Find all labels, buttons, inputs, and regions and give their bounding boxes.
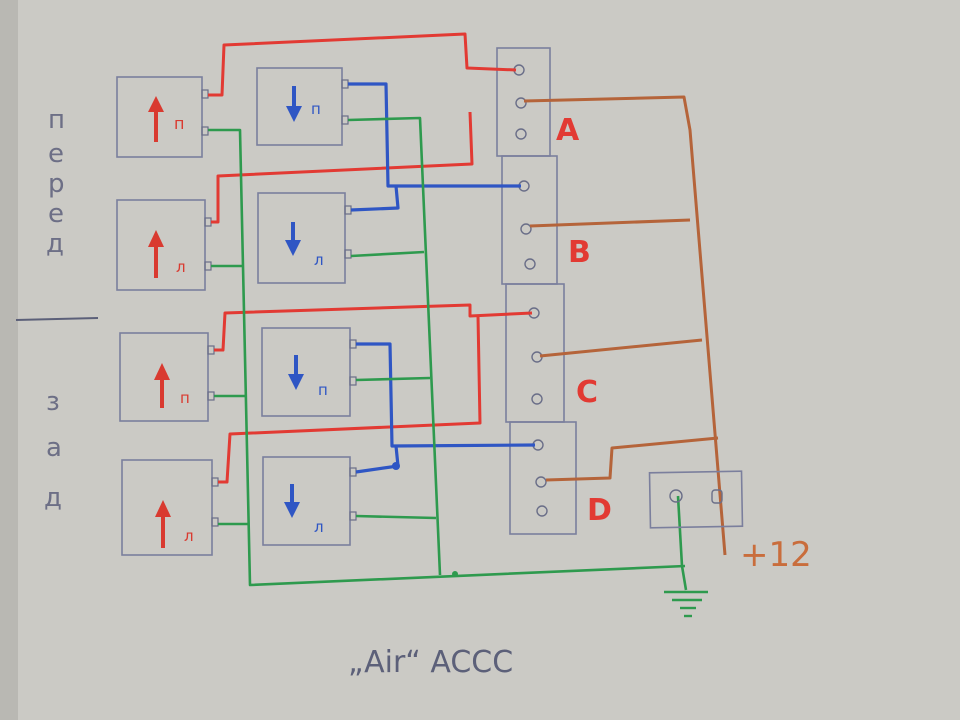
module-letter: п — [311, 100, 321, 118]
ground-icon — [664, 590, 708, 618]
blue-wire — [356, 342, 536, 448]
module-box — [256, 67, 343, 146]
green-wire — [350, 250, 425, 258]
up-module: л — [116, 199, 212, 291]
group-label-d: D — [587, 493, 612, 528]
supply-label: +12 — [740, 535, 812, 575]
up-module: п — [116, 76, 209, 158]
group-label-c: C — [576, 375, 598, 410]
terminal — [349, 376, 357, 386]
module-box — [119, 332, 209, 422]
up-arrow-head — [154, 363, 170, 380]
up-module: п — [119, 332, 215, 422]
blue-wire — [348, 82, 521, 188]
down-module: л — [257, 192, 352, 284]
red-wires — [208, 32, 533, 484]
down-arrow-head — [285, 240, 301, 256]
rear-label-char: д — [44, 483, 62, 513]
brown-wire — [523, 95, 727, 556]
pin — [524, 258, 536, 270]
rear-label: з а д — [44, 387, 62, 513]
red-wire — [218, 315, 482, 484]
up-arrow-head — [148, 230, 164, 247]
ground-junction — [452, 571, 458, 577]
front-label-char: п — [48, 105, 65, 135]
down-arrow-head — [286, 106, 302, 122]
up-module: л — [121, 459, 219, 556]
green-wire — [676, 495, 688, 591]
power-connector-box — [648, 470, 744, 529]
module-box — [116, 199, 206, 291]
terminal — [211, 517, 219, 527]
brown-wire — [529, 218, 691, 228]
green-wires — [208, 116, 688, 591]
front-label-char: р — [48, 169, 65, 199]
pin — [531, 393, 543, 405]
blue-junction — [392, 462, 400, 470]
module-box — [261, 327, 351, 417]
module-letter: л — [184, 527, 194, 545]
group-label-a: A — [556, 113, 580, 148]
brown-wires — [523, 95, 727, 556]
green-wire — [355, 514, 437, 520]
red-wire — [214, 303, 533, 352]
brown-wire — [545, 436, 719, 482]
module-box — [257, 192, 346, 284]
red-wire — [208, 32, 517, 97]
down-arrow-head — [288, 374, 304, 390]
ground-pin — [669, 489, 683, 503]
front-label: п е р е д — [46, 105, 65, 259]
front-label-char: д — [46, 229, 64, 259]
pin — [515, 97, 527, 109]
module-box — [262, 456, 351, 546]
diagram-caption: „Air“ ACCC — [348, 645, 513, 680]
module-letter: л — [314, 518, 324, 536]
green-wire — [208, 128, 686, 587]
green-wire — [355, 376, 431, 382]
pin — [536, 505, 548, 517]
paper-shadow — [0, 0, 18, 720]
blue-wires — [348, 82, 536, 474]
module-letter: п — [318, 381, 328, 399]
supply-pin — [711, 489, 723, 504]
front-label-char: е — [48, 199, 64, 229]
module-box — [121, 459, 213, 556]
down-module: л — [262, 456, 357, 546]
up-arrow-head — [148, 96, 164, 112]
red-wire — [211, 111, 474, 224]
front-label-char: е — [48, 139, 64, 169]
up-arrow-head — [155, 500, 171, 517]
brown-wire — [539, 338, 703, 358]
blue-wire — [350, 185, 400, 212]
module-letter: п — [174, 114, 184, 133]
pin — [515, 128, 527, 140]
power-connector — [648, 470, 744, 529]
down-arrow-head — [284, 502, 300, 518]
down-module: п — [261, 327, 357, 417]
pin — [520, 223, 532, 235]
module-letter: п — [180, 389, 190, 407]
module-letter: л — [176, 258, 186, 276]
rear-label-char: з — [46, 387, 60, 417]
front-rear-divider — [15, 317, 99, 321]
pin — [535, 476, 547, 488]
module-letter: л — [314, 251, 324, 269]
green-wire — [347, 116, 442, 576]
down-module: п — [256, 67, 349, 146]
rear-label-char: а — [46, 433, 62, 463]
terminal — [344, 249, 352, 259]
module-box — [116, 76, 203, 158]
group-label-b: B — [568, 235, 591, 270]
